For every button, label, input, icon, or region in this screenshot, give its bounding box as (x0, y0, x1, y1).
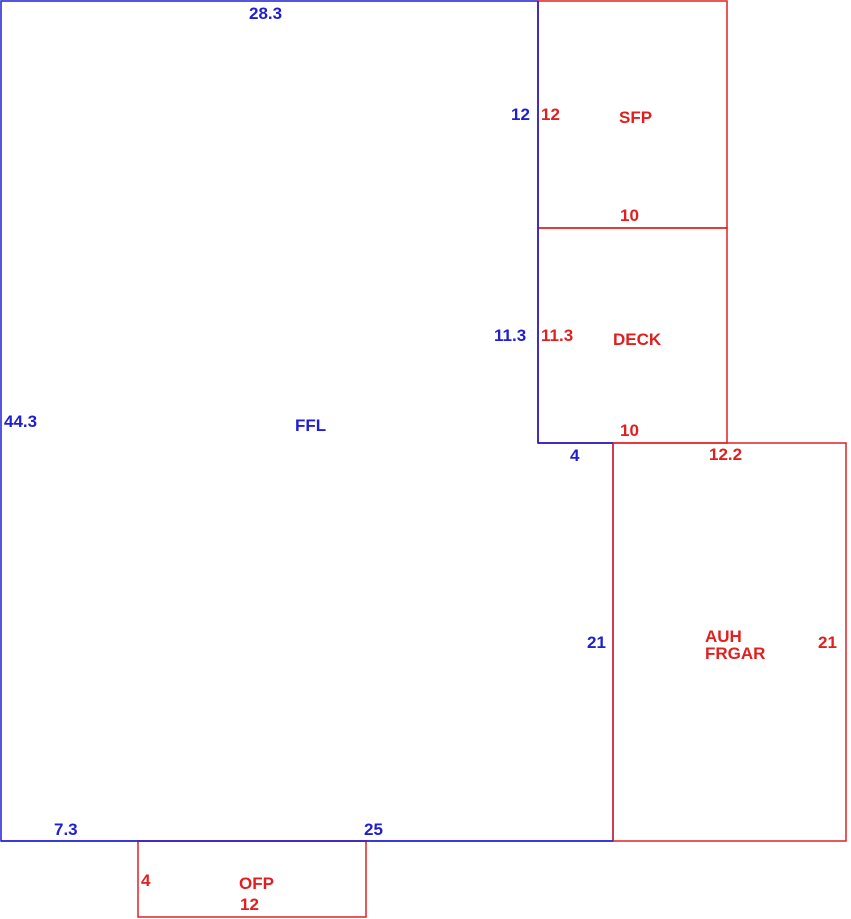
garage-label-line2: FRGAR (705, 644, 765, 663)
ofp-label: OFP (239, 874, 274, 893)
dim-deck-left: 11.3 (541, 326, 573, 345)
dim-deck-bottom: 10 (620, 421, 639, 440)
dim-ofp-bottom: 12 (240, 895, 259, 914)
dim-ffl-right-upper: 12 (511, 105, 530, 124)
dim-ffl-right-lower: 21 (587, 633, 606, 652)
dim-garage-top: 12.2 (709, 445, 742, 464)
dim-sfp-left: 12 (541, 105, 560, 124)
garage-outline (612, 442, 847, 842)
dim-ffl-left: 44.3 (4, 412, 37, 431)
deck-label: DECK (613, 330, 662, 349)
dim-ffl-step: 4 (570, 446, 580, 465)
garage-label-line1: AUH (705, 627, 742, 646)
sfp-label: SFP (619, 108, 652, 127)
dim-ffl-top: 28.3 (249, 4, 282, 23)
dim-ffl-bottom-right: 25 (364, 820, 383, 839)
dim-ffl-bottom-left: 7.3 (54, 820, 78, 839)
dim-sfp-bottom: 10 (620, 206, 639, 225)
ffl-label: FFL (295, 416, 326, 435)
dim-ofp-left: 4 (141, 871, 151, 890)
dim-ffl-right-middle: 11.3 (494, 326, 526, 345)
dim-garage-right: 21 (818, 633, 837, 652)
